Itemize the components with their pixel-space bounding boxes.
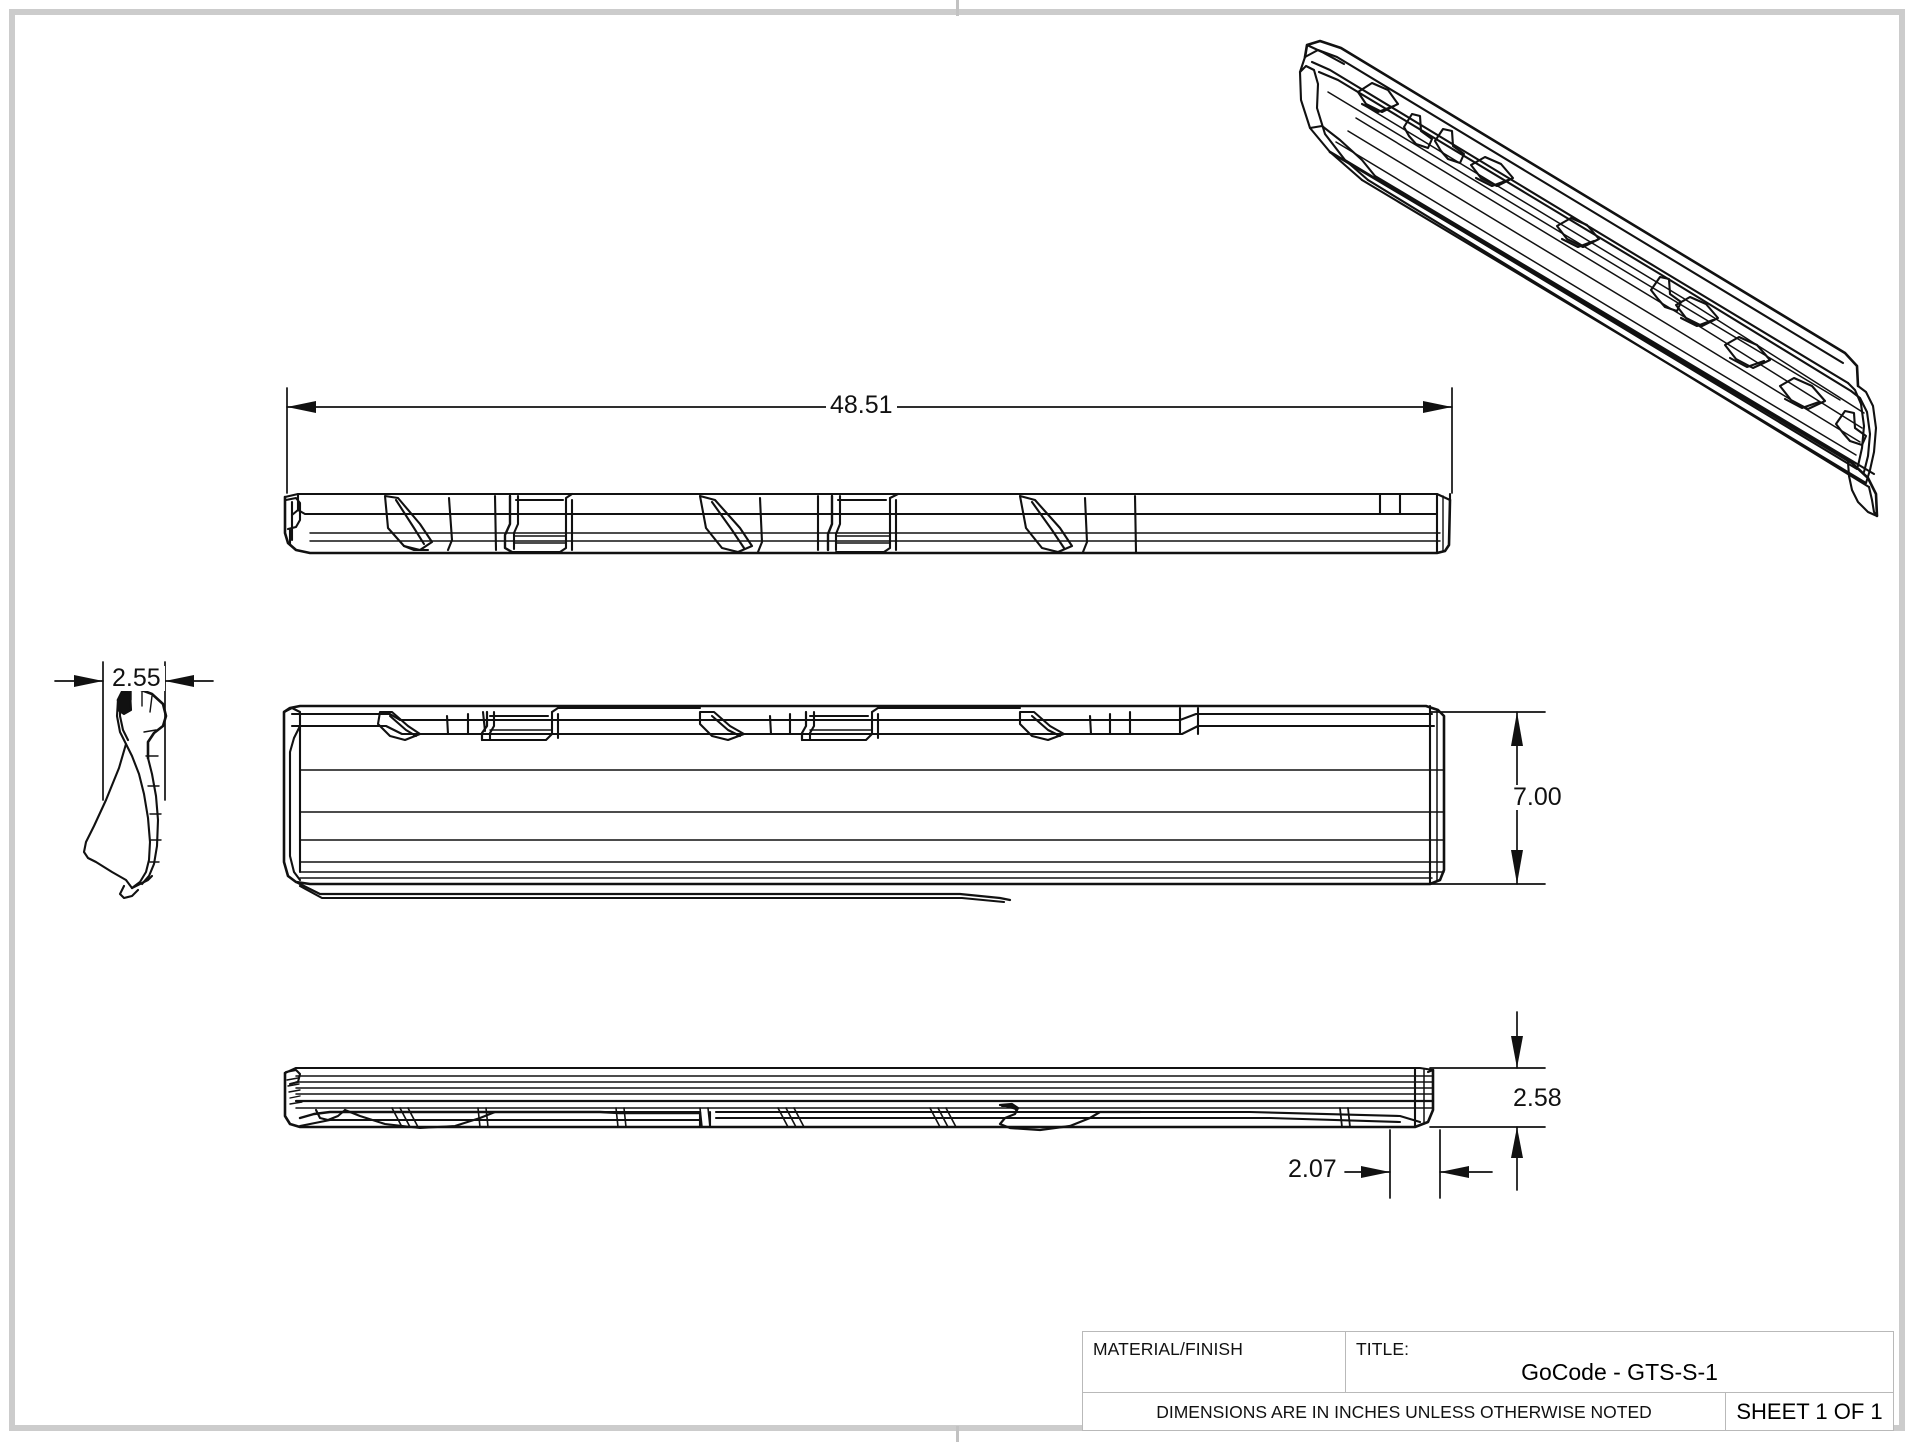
units-note: DIMENSIONS ARE IN INCHES UNLESS OTHERWIS… <box>1156 1401 1652 1422</box>
drawing-title-value: GoCode - GTS-S-1 <box>1521 1359 1718 1385</box>
title-block: MATERIAL/FINISH TITLE: GoCode - GTS-S-1 … <box>1082 1331 1894 1431</box>
dimension-profile-width <box>54 661 214 801</box>
page-center-mark-top <box>956 0 959 16</box>
dimension-label-profile-width: 2.55 <box>108 666 165 691</box>
page-center-mark-bottom <box>956 1426 959 1442</box>
material-finish-label: MATERIAL/FINISH <box>1093 1339 1243 1359</box>
dimension-label-end-offset: 2.07 <box>1284 1157 1341 1182</box>
title-block-row-bottom: DIMENSIONS ARE IN INCHES UNLESS OTHERWIS… <box>1083 1393 1893 1431</box>
dimension-label-overall-length: 48.51 <box>826 393 897 418</box>
dimension-end-offset <box>1344 1129 1493 1199</box>
dimension-label-overall-height: 7.00 <box>1509 785 1566 810</box>
title-block-title-cell[interactable]: TITLE: GoCode - GTS-S-1 <box>1346 1332 1893 1392</box>
title-block-sheet-cell: SHEET 1 OF 1 <box>1726 1393 1893 1431</box>
left-section-view <box>82 685 168 900</box>
front-view <box>282 704 1446 904</box>
dimension-edge-thickness <box>1429 1011 1546 1191</box>
dimension-label-edge-thickness: 2.58 <box>1509 1086 1566 1111</box>
sheet-number: SHEET 1 OF 1 <box>1736 1399 1883 1424</box>
isometric-view <box>1298 39 1879 518</box>
title-block-note-cell: DIMENSIONS ARE IN INCHES UNLESS OTHERWIS… <box>1083 1393 1726 1431</box>
top-view <box>283 492 1452 555</box>
title-block-row-top: MATERIAL/FINISH TITLE: GoCode - GTS-S-1 <box>1083 1332 1893 1393</box>
title-block-material-cell[interactable]: MATERIAL/FINISH <box>1083 1332 1346 1392</box>
bottom-view <box>283 1066 1435 1132</box>
title-label: TITLE: <box>1356 1339 1410 1359</box>
